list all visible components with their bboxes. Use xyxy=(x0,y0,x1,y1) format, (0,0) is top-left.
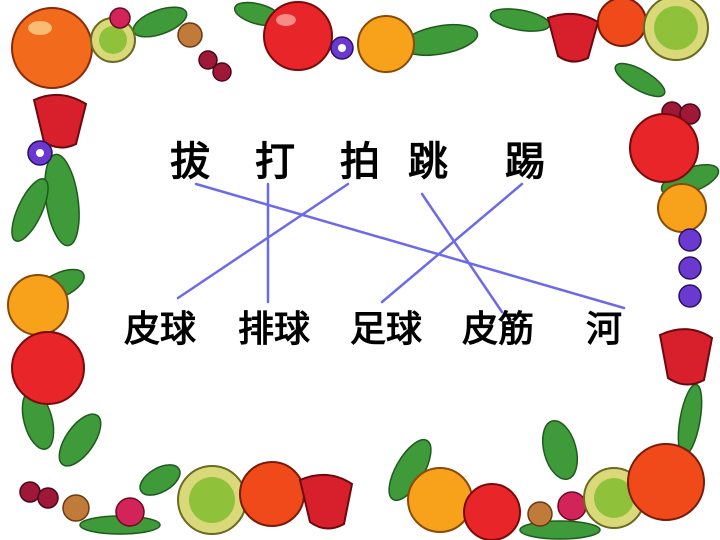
leaf-icon xyxy=(139,464,181,496)
leaf-icon xyxy=(614,62,666,98)
object-pijin: 皮筋 xyxy=(462,309,535,350)
cherry-icon xyxy=(679,103,701,125)
verb-ti: 踢 xyxy=(505,139,545,185)
match-line-v5-o3 xyxy=(380,182,524,304)
strawberry-icon xyxy=(658,328,714,386)
tomato-icon xyxy=(629,113,699,183)
tomato-icon xyxy=(463,483,521,540)
verb-da: 打 xyxy=(255,139,295,185)
verb-ba: 拔 xyxy=(170,139,210,185)
strawberry-icon xyxy=(546,12,600,63)
object-paiqiu: 排球 xyxy=(238,309,311,350)
mushroom-icon xyxy=(177,22,203,48)
mushroom-icon xyxy=(527,501,553,527)
strawberry-icon xyxy=(298,473,354,530)
match-line-v4-o4 xyxy=(420,192,504,314)
radish-icon xyxy=(115,497,145,527)
leaf-icon xyxy=(541,419,579,481)
orange-icon xyxy=(627,443,705,521)
leaf-icon xyxy=(58,413,102,467)
cherry-icon xyxy=(212,62,232,82)
verb-tiao: 跳 xyxy=(408,139,448,185)
leaf-icon xyxy=(11,178,49,242)
verb-pai: 拍 xyxy=(340,139,380,185)
object-he: 河 xyxy=(586,309,623,350)
strawberry-icon xyxy=(32,93,88,149)
tomato-icon xyxy=(11,331,85,405)
match-line-v1-o5 xyxy=(194,182,626,310)
cherry-icon xyxy=(198,50,218,70)
orange-icon xyxy=(357,15,415,73)
flower-icon xyxy=(678,256,702,280)
mushroom-icon xyxy=(62,494,90,522)
flower-icon xyxy=(678,284,702,308)
cherry-icon xyxy=(37,487,59,509)
match-line-v3-o1 xyxy=(176,182,350,300)
radish-icon xyxy=(109,7,131,29)
flower-icon xyxy=(678,228,702,252)
object-piqiu: 皮球 xyxy=(124,309,197,350)
object-zuqiu: 足球 xyxy=(350,309,423,350)
